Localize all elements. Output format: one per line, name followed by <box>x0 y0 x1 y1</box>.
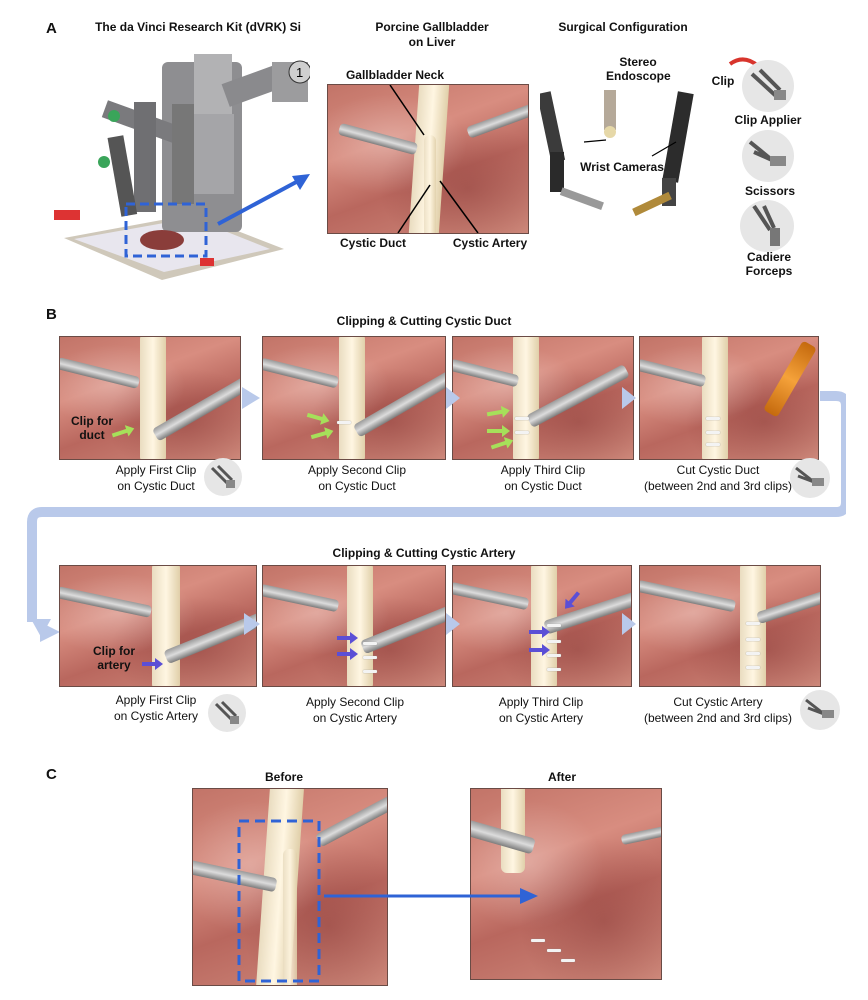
after-title: After <box>547 770 576 784</box>
label-cadiere-forceps: Cadiere Forceps <box>745 250 793 278</box>
artery-step-1-caption: Apply First Clip on Cystic Artery <box>113 693 199 723</box>
artery-flow-arrow-1 <box>244 613 260 635</box>
clip-applier-icon <box>742 60 794 112</box>
duct-flow-arrow-1 <box>242 387 260 409</box>
instruments-figure <box>536 82 720 232</box>
row-connector-arrow <box>20 390 851 650</box>
zoom-arrow <box>214 168 314 228</box>
duct-step-2-photo <box>262 336 446 460</box>
after-photo <box>470 788 662 980</box>
artery-flow-arrow-2 <box>446 613 460 635</box>
artery-step-2-photo <box>262 565 446 687</box>
panel-letter-a: A <box>46 20 57 37</box>
panel-letter-c: C <box>46 766 57 783</box>
clip-applier-icon <box>208 694 246 732</box>
robot-title: The da Vinci Research Kit (dVRK) Si <box>95 20 301 34</box>
svg-text:1: 1 <box>296 65 303 80</box>
config-title: Surgical Configuration <box>558 20 688 34</box>
duct-step-1-caption: Apply First Clip on Cystic Duct <box>115 463 197 493</box>
gallbladder-photo <box>327 84 529 234</box>
label-wrist-cameras: Wrist Cameras <box>580 160 664 174</box>
artery-step-4-caption: Cut Cystic Artery (between 2nd and 3rd c… <box>643 695 793 725</box>
duct-step-4-caption: Cut Cystic Duct (between 2nd and 3rd cli… <box>643 463 793 493</box>
label-cystic-artery: Cystic Artery <box>452 236 528 250</box>
artery-step-4-photo <box>639 565 821 687</box>
artery-step-2-caption: Apply Second Clip on Cystic Artery <box>305 695 405 725</box>
artery-step-3-caption: Apply Third Clip on Cystic Artery <box>498 695 584 725</box>
label-scissors: Scissors <box>744 184 796 198</box>
label-clip: Clip <box>711 74 735 88</box>
scissors-icon <box>790 458 830 498</box>
gallbladder-title: Porcine Gallbladder on Liver <box>375 20 489 49</box>
duct-flow-arrow-2 <box>446 387 460 409</box>
before-after-arrow <box>324 884 540 908</box>
duct-step-3-photo <box>452 336 634 460</box>
duct-step-1-photo <box>59 336 241 460</box>
duct-flow-arrow-3 <box>622 387 636 409</box>
before-title: Before <box>264 770 303 784</box>
artery-step-3-photo <box>452 565 632 687</box>
dvrk-robot-figure: 1 <box>44 44 312 282</box>
duct-step-4-photo <box>639 336 819 460</box>
scissors-icon <box>800 690 840 730</box>
panel-letter-b: B <box>46 306 57 323</box>
clip-applier-icon <box>204 458 242 496</box>
duct-sequence-title: Clipping & Cutting Cystic Duct <box>336 314 512 328</box>
artery-clip-overlay-label: Clip for artery <box>93 644 135 672</box>
before-photo <box>192 788 388 986</box>
label-cystic-duct: Cystic Duct <box>339 236 407 250</box>
duct-step-2-caption: Apply Second Clip on Cystic Duct <box>307 463 407 493</box>
scissors-icon <box>742 130 794 182</box>
artery-flow-arrow-3 <box>622 613 636 635</box>
duct-step-3-caption: Apply Third Clip on Cystic Duct <box>500 463 586 493</box>
label-gallbladder-neck: Gallbladder Neck <box>345 68 445 82</box>
artery-sequence-title: Clipping & Cutting Cystic Artery <box>332 546 516 560</box>
label-clip-applier: Clip Applier <box>734 113 802 127</box>
duct-clip-overlay-label: Clip for duct <box>71 414 113 442</box>
cadiere-forceps-icon <box>740 200 794 252</box>
label-stereo-endoscope: Stereo Endoscope <box>606 55 671 83</box>
